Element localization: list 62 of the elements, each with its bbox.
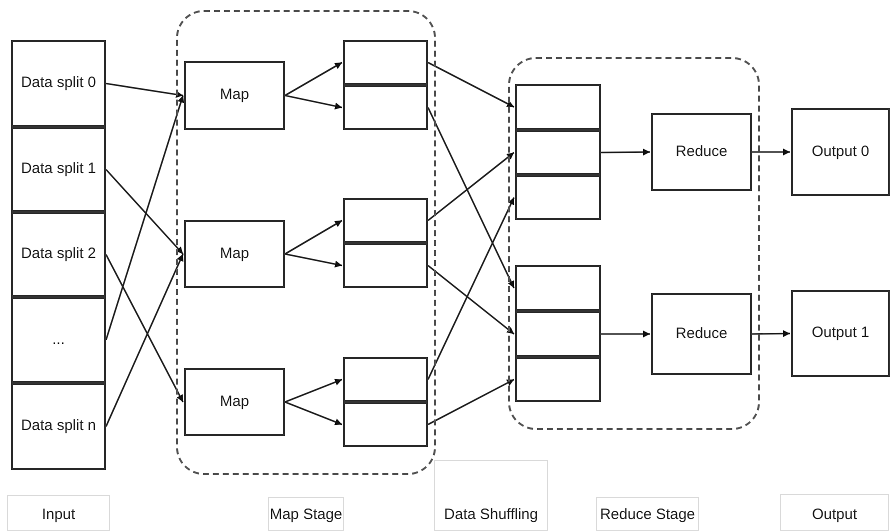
process-box	[184, 61, 285, 130]
empty-box	[515, 130, 601, 175]
process-box	[11, 127, 106, 212]
arrow	[427, 197, 515, 380]
node-label: Data split 1	[20, 159, 98, 180]
process-box	[184, 220, 285, 288]
arrow	[601, 330, 650, 338]
node-label: Reduce	[674, 324, 728, 344]
stage-label: Output	[780, 494, 889, 531]
empty-box	[343, 85, 428, 130]
process-box	[11, 383, 106, 470]
arrow	[752, 148, 790, 156]
arrow	[284, 253, 342, 268]
empty-box	[515, 265, 601, 311]
arrow	[428, 378, 514, 426]
node-label: Data split 0	[20, 73, 98, 94]
node-label: Map	[218, 85, 250, 106]
empty-box	[343, 243, 428, 288]
arrow	[284, 220, 342, 255]
node-label: ...	[51, 330, 66, 350]
empty-box	[515, 357, 601, 402]
process-box	[651, 113, 752, 191]
process-box	[11, 297, 106, 383]
arrow	[752, 330, 790, 338]
process-box	[11, 212, 106, 297]
empty-box	[515, 84, 601, 130]
process-box	[11, 40, 106, 127]
node-label: Reduce	[674, 142, 728, 162]
arrow	[105, 168, 184, 255]
process-box	[184, 368, 285, 436]
arrow	[284, 401, 342, 426]
node-label: Map	[218, 244, 250, 264]
process-box	[651, 293, 752, 375]
stage-label: Map Stage	[268, 497, 344, 531]
dashed-stage-region	[508, 57, 760, 430]
arrow	[428, 62, 514, 108]
arrow	[284, 62, 342, 96]
process-box	[791, 108, 890, 196]
arrow	[601, 148, 650, 156]
empty-box	[515, 175, 601, 220]
arrow	[428, 152, 514, 222]
empty-box	[343, 198, 428, 243]
arrow	[284, 94, 342, 110]
stage-label: Data Shuffling	[434, 460, 548, 531]
process-box	[791, 290, 890, 377]
stage-label: Reduce Stage	[596, 497, 699, 531]
node-label: Output 0	[810, 142, 870, 162]
empty-box	[515, 311, 601, 357]
arrow	[284, 378, 342, 403]
arrow	[427, 107, 515, 288]
empty-box	[343, 357, 428, 402]
node-label: Output 1	[810, 323, 870, 344]
stage-label: Input	[7, 495, 110, 531]
empty-box	[343, 402, 428, 447]
dashed-stage-region	[176, 10, 436, 475]
arrow	[105, 95, 184, 340]
arrow	[106, 82, 184, 98]
node-label: Data split n	[20, 416, 98, 436]
arrow	[428, 264, 514, 335]
node-label: Data split 2	[20, 244, 98, 264]
node-label: Map	[218, 392, 250, 412]
empty-box	[343, 40, 428, 85]
